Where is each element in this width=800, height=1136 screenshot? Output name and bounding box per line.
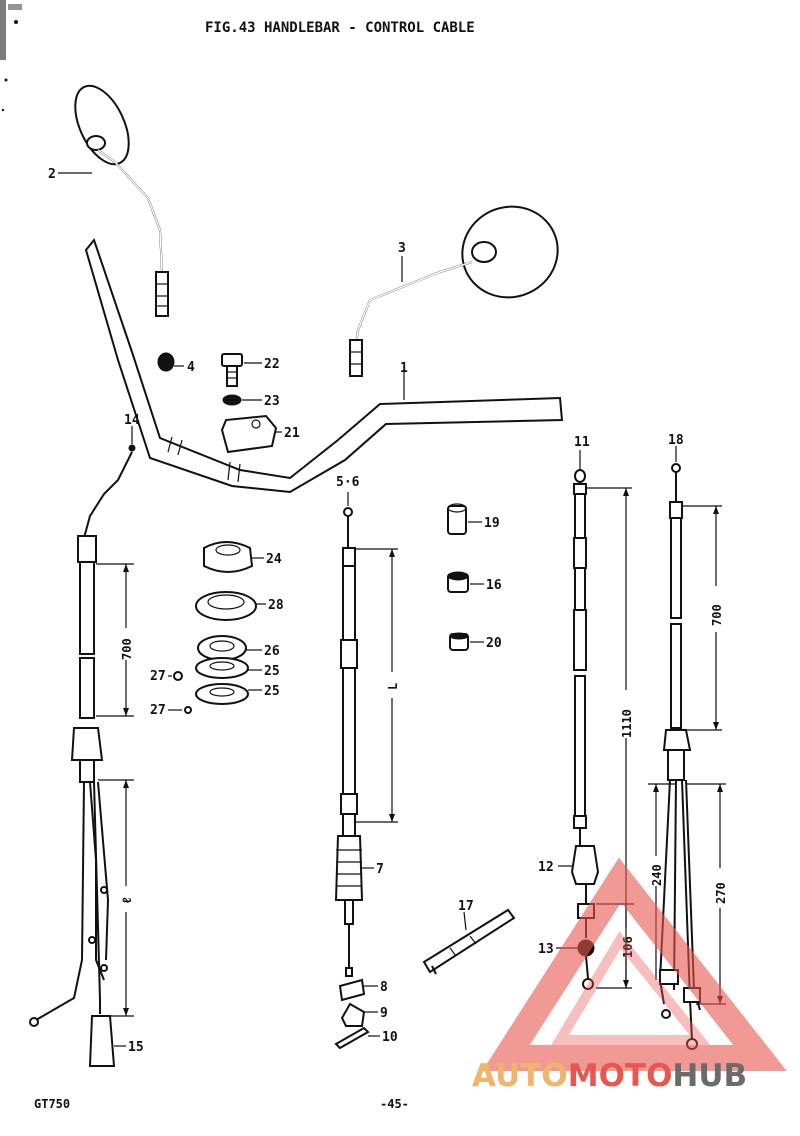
part-19-sleeve xyxy=(447,503,467,535)
scan-speckle xyxy=(0,0,22,112)
part-10-pin xyxy=(334,1026,370,1050)
clutch-cable xyxy=(334,507,364,977)
part-21-clamp xyxy=(220,414,278,454)
mirror-left xyxy=(74,84,169,317)
watermark-hub: HUB xyxy=(672,1058,747,1094)
label-part-5-6: 5·6 xyxy=(336,475,360,490)
dimension-1110 xyxy=(586,487,632,989)
label-part-15: 15 xyxy=(128,1040,144,1055)
part-27-ball-upper xyxy=(173,671,183,681)
part-25-race-lower xyxy=(195,683,249,705)
part-23-washer xyxy=(222,394,242,406)
throttle-cable-left xyxy=(29,444,136,1067)
label-part-1: 1 xyxy=(400,361,408,376)
label-part-4: 4 xyxy=(187,360,195,375)
label-part-27-lower: 27 xyxy=(150,703,166,718)
part-20-cap xyxy=(449,632,469,651)
page-number: -45- xyxy=(380,1097,409,1111)
label-part-7: 7 xyxy=(376,862,384,877)
mirror-right xyxy=(349,205,559,377)
label-part-2: 2 xyxy=(48,167,56,182)
label-part-21: 21 xyxy=(284,426,300,441)
label-part-17: 17 xyxy=(458,899,474,914)
dim-l-left: ℓ xyxy=(120,897,134,904)
dim-1110: 1110 xyxy=(620,709,634,738)
watermark-logo xyxy=(482,857,787,1071)
label-part-9: 9 xyxy=(380,1006,388,1021)
label-part-19: 19 xyxy=(484,516,500,531)
label-part-25-lower: 25 xyxy=(264,684,280,699)
watermark-moto: MOTO xyxy=(568,1058,673,1094)
dim-240: 240 xyxy=(650,864,664,886)
dim-106: 106 xyxy=(621,936,635,958)
label-part-16: 16 xyxy=(486,578,502,593)
part-27-ball-lower xyxy=(184,706,192,714)
part-25-race-upper xyxy=(195,657,249,679)
part-24-nut xyxy=(203,541,254,573)
label-part-14: 14 xyxy=(124,413,140,428)
part-9-nut xyxy=(340,1002,366,1027)
part-17-strap xyxy=(422,908,516,975)
model-label: GT750 xyxy=(34,1097,70,1111)
part-26-bearing xyxy=(197,635,247,661)
label-part-27-upper: 27 xyxy=(150,669,166,684)
label-part-25-upper: 25 xyxy=(264,664,280,679)
part-16-grommet xyxy=(447,571,469,593)
part-22-bolt xyxy=(221,353,243,387)
page-title: FIG.43 HANDLEBAR - CONTROL CABLE xyxy=(205,20,475,36)
part-4-plug xyxy=(157,352,175,372)
label-part-12: 12 xyxy=(538,860,554,875)
label-part-3: 3 xyxy=(398,241,406,256)
dim-700-right: 700 xyxy=(710,604,724,626)
label-part-8: 8 xyxy=(380,980,388,995)
label-part-26: 26 xyxy=(264,644,280,659)
label-part-22: 22 xyxy=(264,357,280,372)
watermark-auto: AUTO xyxy=(472,1058,568,1094)
label-part-18: 18 xyxy=(668,433,684,448)
dimension-l-left xyxy=(98,779,134,1017)
label-part-11: 11 xyxy=(574,435,590,450)
label-part-28: 28 xyxy=(268,598,284,613)
label-part-13: 13 xyxy=(538,942,554,957)
part-28-seal xyxy=(195,591,257,621)
dim-700-left: 700 xyxy=(120,638,134,660)
dimension-700-right xyxy=(682,505,722,731)
watermark-text: AUTOMOTOHUB xyxy=(472,1058,747,1094)
label-part-20: 20 xyxy=(486,636,502,651)
handlebar xyxy=(84,237,564,494)
label-part-10: 10 xyxy=(382,1030,398,1045)
dimension-L-clutch xyxy=(356,548,398,823)
label-part-23: 23 xyxy=(264,394,280,409)
dim-L-clutch: L xyxy=(386,683,400,690)
label-part-24: 24 xyxy=(266,552,282,567)
dimension-700-left xyxy=(96,563,134,717)
dim-270: 270 xyxy=(714,882,728,904)
part-8-adjuster xyxy=(338,978,366,1002)
